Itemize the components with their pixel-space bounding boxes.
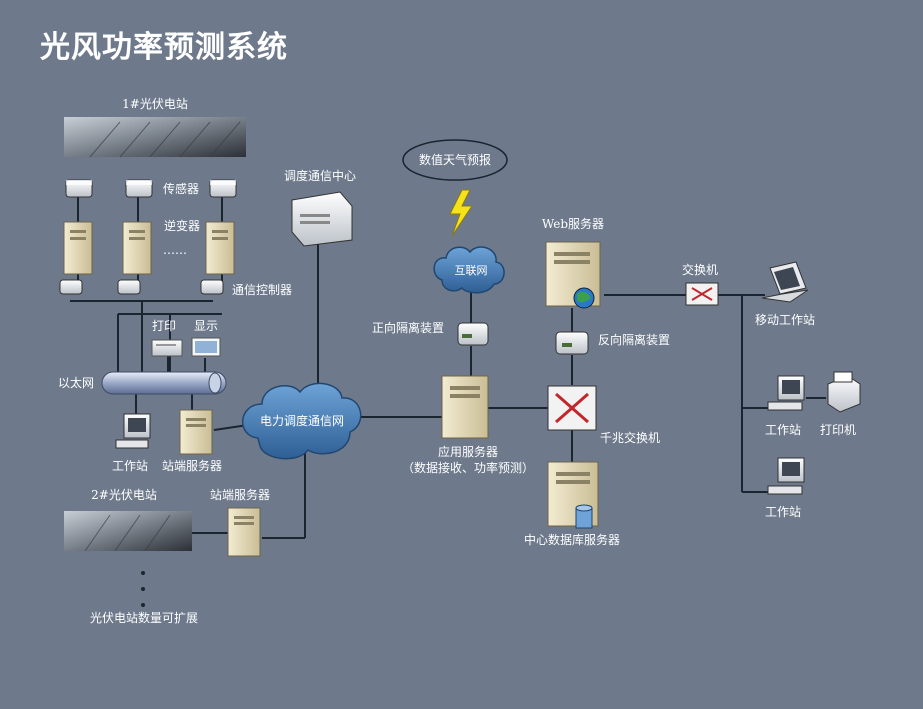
isolation-device-icon xyxy=(555,331,589,355)
weather-label: 数值天气预报 xyxy=(419,152,491,167)
gigabit-switch: 千兆交换机 xyxy=(547,385,660,445)
reverse-isolation-label: 反向隔离装置 xyxy=(598,332,670,347)
workstation-icon xyxy=(115,413,151,449)
comm-controller-label: 通信控制器 xyxy=(232,283,292,297)
station-server-2-label: 站端服务器 xyxy=(210,487,270,502)
printer-label: 打印机 xyxy=(820,423,856,437)
expand-label: 光伏电站数量可扩展 xyxy=(90,610,198,625)
inverter-icon xyxy=(205,221,235,275)
lightning-icon xyxy=(449,189,473,237)
sensor-icon xyxy=(125,179,153,198)
print-display: 打印 显示 xyxy=(151,319,221,357)
switch: 交换机 xyxy=(682,262,719,306)
ethernet-label: 以太网 xyxy=(58,375,94,390)
forward-isolation: 正向隔离装置 xyxy=(372,320,489,346)
server-icon xyxy=(441,375,489,439)
app-server-desc: （数据接收、功率预测） xyxy=(402,460,534,475)
workstation-2-label: 工作站 xyxy=(765,423,801,437)
ethernet-bus: 以太网 xyxy=(58,371,227,395)
inverter-label: 逆变器 xyxy=(164,218,200,233)
dispatch-center: 调度通信中心 xyxy=(284,168,356,247)
controller-icon xyxy=(117,279,141,295)
station-1: 1#光伏电站 xyxy=(64,97,246,158)
reverse-isolation: 反向隔离装置 xyxy=(555,331,670,355)
web-server: Web服务器 xyxy=(542,216,604,309)
print-label: 打印 xyxy=(152,319,176,333)
workstation-3-label: 工作站 xyxy=(765,505,801,519)
switch-icon xyxy=(547,385,597,431)
sensor-label: 传感器 xyxy=(163,181,199,196)
mobile-ws-label: 移动工作站 xyxy=(755,313,815,327)
inverter-icon xyxy=(63,221,93,275)
database-icon xyxy=(575,504,593,529)
server-icon xyxy=(227,507,261,557)
station-1-label: 1#光伏电站 xyxy=(122,97,188,111)
isolation-device-icon xyxy=(457,322,489,346)
globe-icon xyxy=(573,287,595,309)
switch-icon xyxy=(685,282,719,306)
sensors: 传感器 xyxy=(65,179,237,198)
inverter-icon xyxy=(122,221,152,275)
printer: 打印机 xyxy=(820,371,861,437)
db-server: 中心数据库服务器 xyxy=(524,461,620,547)
workstation-2: 工作站 xyxy=(765,375,805,437)
workstation-1: 工作站 xyxy=(112,413,151,473)
mainframe-icon xyxy=(291,191,353,247)
workstation-icon xyxy=(767,457,805,495)
printer-icon xyxy=(151,339,183,357)
mobile-workstation: 移动工作站 xyxy=(755,261,815,327)
printer-icon xyxy=(827,371,861,413)
forward-isolation-label: 正向隔离装置 xyxy=(372,320,444,335)
switch-label: 交换机 xyxy=(682,262,718,277)
dispatch-center-label: 调度通信中心 xyxy=(284,168,356,183)
weather-forecast: 数值天气预报 xyxy=(402,139,508,237)
controller-icon xyxy=(200,279,224,295)
ellipsis-label: …… xyxy=(163,243,187,257)
workstation-icon xyxy=(767,375,805,411)
workstation-label: 工作站 xyxy=(112,459,148,473)
station-server-1: 站端服务器 xyxy=(162,409,222,473)
station-2: 2#光伏电站 站端服务器 光伏电站数量可扩展 xyxy=(64,487,270,625)
gigabit-switch-label: 千兆交换机 xyxy=(600,430,660,445)
solar-panel-image xyxy=(64,511,192,551)
server-icon xyxy=(547,461,599,527)
display-label: 显示 xyxy=(194,319,218,333)
station-server-label: 站端服务器 xyxy=(162,458,222,473)
workstation-3: 工作站 xyxy=(765,457,805,519)
power-network-cloud: 电力调度通信网 xyxy=(241,382,362,460)
inverters: 逆变器 …… xyxy=(63,218,235,275)
station-2-label: 2#光伏电站 xyxy=(91,488,157,502)
power-network-label: 电力调度通信网 xyxy=(260,413,344,428)
sensor-icon xyxy=(209,179,237,198)
internet-cloud: 互联网 xyxy=(433,246,505,294)
sensor-icon xyxy=(65,179,93,198)
server-icon xyxy=(179,409,213,455)
app-server-label: 应用服务器 xyxy=(438,444,498,459)
app-server: 应用服务器 （数据接收、功率预测） xyxy=(402,375,534,475)
db-server-label: 中心数据库服务器 xyxy=(524,532,620,547)
page-title: 光风功率预测系统 xyxy=(40,30,288,65)
laptop-icon xyxy=(761,261,809,303)
dots xyxy=(141,571,145,607)
comm-controllers: 通信控制器 xyxy=(59,279,292,297)
controller-icon xyxy=(59,279,83,295)
web-server-label: Web服务器 xyxy=(542,216,604,231)
monitor-icon xyxy=(191,337,221,357)
internet-label: 互联网 xyxy=(455,264,488,277)
